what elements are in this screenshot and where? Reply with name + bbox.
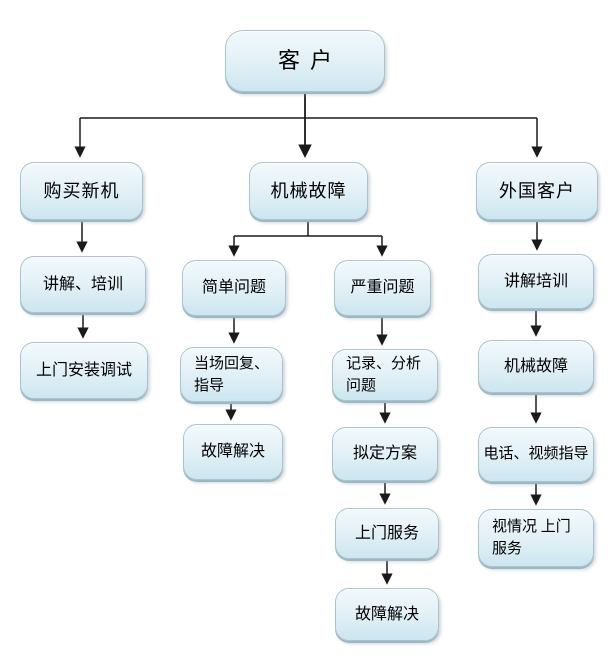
- node-mechanical-fault-label: 机械故障: [270, 180, 347, 201]
- node-mechanical-fault-foreign: 机械故障: [478, 340, 594, 393]
- node-foreign-customer: 外国客户: [476, 162, 598, 220]
- node-record-analyze-issue-label: 记录、分析问题: [346, 356, 422, 394]
- node-onsite-service-label: 上门服务: [354, 524, 419, 542]
- node-foreign-customer-label: 外国客户: [499, 180, 575, 201]
- node-make-plan: 拟定方案: [332, 427, 438, 481]
- node-onsite-service: 上门服务: [335, 508, 439, 559]
- node-onsite-reply-guide: 当场回复、指导: [180, 347, 283, 402]
- node-buy-new-machine-label: 购买新机: [43, 180, 120, 201]
- node-explain-training-label: 讲解、培训: [42, 275, 123, 293]
- node-onsite-service-depends: 视情况 上门服务: [478, 509, 594, 567]
- node-fault-solved-severe-label: 故障解决: [354, 605, 419, 623]
- node-severe-issue: 严重问题: [334, 260, 431, 316]
- node-onsite-install-debug: 上门安装调试: [20, 342, 148, 399]
- node-buy-new-machine: 购买新机: [20, 162, 143, 220]
- node-fault-solved-simple: 故障解决: [183, 424, 283, 480]
- node-onsite-reply-guide-label: 当场回复、指导: [194, 355, 270, 394]
- node-simple-issue-label: 简单问题: [201, 279, 266, 297]
- node-phone-video-guide-label: 电话、视频指导: [483, 445, 589, 462]
- node-record-analyze-issue: 记录、分析问题: [332, 349, 438, 401]
- node-phone-video-guide: 电话、视频指导: [478, 427, 594, 482]
- node-customer: 客户: [225, 30, 385, 92]
- node-explain-training-foreign-label: 讲解培训: [503, 272, 568, 290]
- node-explain-training-foreign: 讲解培训: [478, 254, 594, 309]
- node-customer-label: 客户: [277, 48, 342, 74]
- node-severe-issue-label: 严重问题: [350, 279, 415, 297]
- node-explain-training: 讲解、培训: [20, 256, 146, 313]
- node-mechanical-fault: 机械故障: [249, 162, 368, 220]
- node-onsite-service-depends-label: 视情况 上门服务: [492, 519, 571, 557]
- node-make-plan-label: 拟定方案: [352, 445, 417, 463]
- node-mechanical-fault-foreign-label: 机械故障: [503, 357, 568, 375]
- node-onsite-install-debug-label: 上门安装调试: [35, 361, 132, 379]
- node-simple-issue: 简单问题: [182, 260, 286, 316]
- node-fault-solved-severe: 故障解决: [335, 588, 439, 641]
- node-fault-solved-simple-label: 故障解决: [200, 443, 265, 461]
